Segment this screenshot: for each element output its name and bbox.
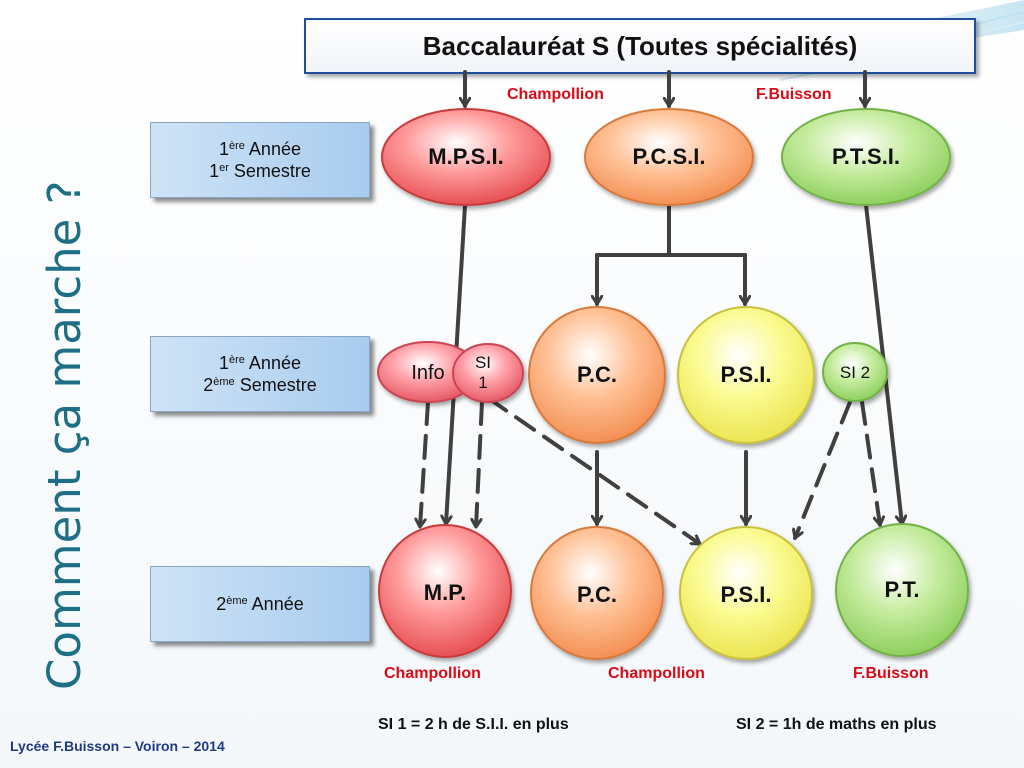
arrow-info-mp [420, 400, 430, 529]
node-si2: SI 2 [839, 363, 871, 382]
node-pc-mid: P.C. [577, 362, 617, 387]
level-line-2: 2ème Semestre [203, 375, 317, 395]
footer: Lycée F.Buisson – Voiron – 2014 [10, 738, 225, 754]
node-pcsi-shape [584, 108, 754, 206]
node-psi-mid: P.S.I. [720, 362, 772, 387]
level-line-1: 1ère Année [219, 353, 301, 373]
node-info: Info [411, 361, 445, 384]
node-si2-shape [822, 342, 888, 402]
node-pt: P.T. [884, 577, 920, 602]
node-pc-bottom: P.C. [577, 582, 617, 607]
node-mpsi-shape [381, 108, 551, 206]
header-box: Baccalauréat S (Toutes spécialités) [304, 18, 976, 74]
node-si1-shape [452, 343, 524, 403]
node-ptsi: P.T.S.I. [831, 144, 901, 169]
arrow-si2-psi [795, 400, 852, 540]
node-psi-bottom: P.S.I. [720, 582, 772, 607]
node-pt-shape [835, 523, 969, 657]
label-fbuisson-pt: F.Buisson [853, 665, 929, 682]
footnote-si1: SI 1 = 2 h de S.I.I. en plus [378, 716, 569, 733]
label-champollion-mp: Champollion [384, 665, 481, 682]
footnote-si2: SI 2 = 1h de maths en plus [736, 716, 937, 733]
arrow-si1-mp [476, 400, 484, 529]
level-year1-sem2: 1ère Année 2ème Semestre [150, 336, 370, 412]
node-ptsi-shape [781, 108, 951, 206]
arrow-si2-pt [860, 400, 880, 527]
label-fbuisson-top: F.Buisson [756, 86, 832, 103]
node-si1: SI 1 [474, 353, 492, 392]
label-champollion-top: Champollion [507, 86, 604, 103]
node-mpsi: M.P.S.I. [428, 144, 504, 169]
node-pc-mid-shape [528, 306, 666, 444]
node-psi-bottom-shape [679, 526, 813, 660]
node-pc-bottom-shape [530, 526, 664, 660]
label-champollion-psi: Champollion [608, 665, 705, 682]
arrow-si1-psi [486, 396, 702, 546]
node-pcsi: P.C.S.I. [632, 144, 706, 169]
connector-pcsi-split [595, 203, 747, 257]
node-mp-shape [378, 524, 512, 658]
level-line-1: 1ère Année [219, 139, 301, 159]
level-line-2: 1er Semestre [209, 161, 311, 181]
level-year2: 2ème Année [150, 566, 370, 642]
node-psi-mid-shape [677, 306, 815, 444]
level-line-1: 2ème Année [216, 594, 304, 614]
level-year1-sem1: 1ère Année 1er Semestre [150, 122, 370, 198]
node-mp: M.P. [423, 580, 467, 605]
